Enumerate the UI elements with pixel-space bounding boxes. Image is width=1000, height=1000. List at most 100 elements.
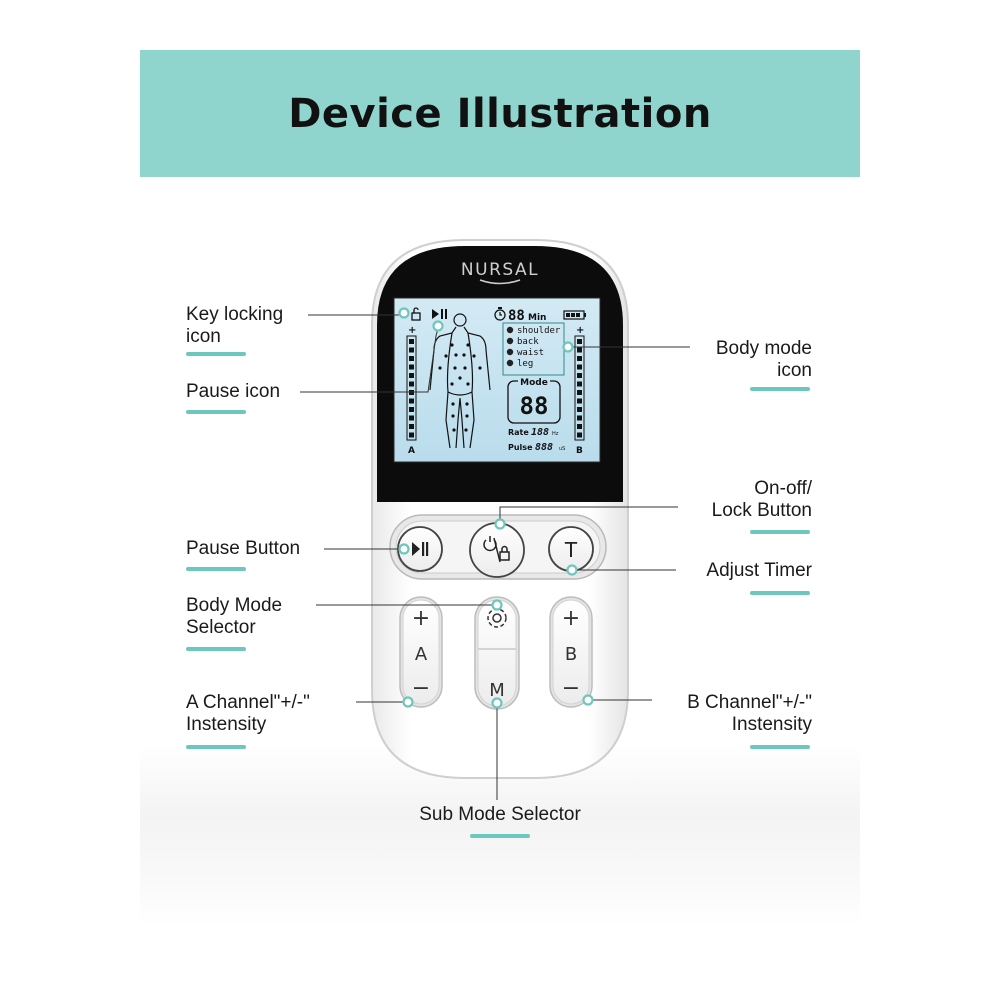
leader-lines <box>300 312 690 800</box>
level-segment <box>409 432 414 438</box>
body-mode-bullet <box>506 359 514 367</box>
rate-digits: 188 <box>531 427 549 438</box>
pulse-label: Pulse <box>508 443 533 452</box>
callout-on-off-line2: Lock Button <box>711 500 812 521</box>
brand-logo: NURSAL <box>461 260 539 280</box>
callout-adjust-timer: Adjust Timer <box>706 560 812 581</box>
rate-unit: Hz <box>552 431 559 437</box>
callout-body-mode-selector-line2: Selector <box>186 617 256 638</box>
callout-on-off-line1: On-off/ <box>754 478 812 499</box>
channel-a-glyph: A <box>408 446 415 456</box>
channel-b-label: B <box>565 644 577 665</box>
brand-swoosh <box>479 279 521 285</box>
channel-b-level-bar: + B <box>574 325 585 456</box>
lock-icon <box>411 307 421 321</box>
level-segment <box>577 364 582 370</box>
level-segment <box>409 339 414 344</box>
level-segment <box>409 398 414 404</box>
level-segment <box>409 424 414 429</box>
callout-b-channel-line2: Instensity <box>731 714 812 735</box>
mode-label: Mode <box>520 378 548 388</box>
title-banner: Device Illustration <box>140 50 860 177</box>
timer-digits: 88 <box>508 308 525 324</box>
callout-pause-icon: Pause icon <box>186 381 281 402</box>
callout-body-mode-icon: Body mode icon <box>716 338 812 382</box>
callout-accent-bar <box>750 530 810 534</box>
callout-body-mode-selector: Body Mode Selector <box>186 595 282 639</box>
level-segment <box>577 381 582 387</box>
callout-b-channel-line1: B Channel"+/-" <box>687 692 812 713</box>
level-segment <box>577 373 582 378</box>
callout-accent-bar <box>750 387 810 391</box>
callout-accent-bar <box>186 647 246 651</box>
pulse-unit: uS <box>559 446 565 452</box>
callout-key-locking-line1: Key locking <box>186 304 284 325</box>
callout-dots <box>398 307 594 709</box>
body-mode-bullet <box>506 337 514 345</box>
callout-accent-bar <box>186 567 246 571</box>
channel-a-intensity-button[interactable]: + A − <box>399 596 443 708</box>
channel-b-glyph: B <box>576 446 583 456</box>
callout-key-locking-icon: Key locking icon <box>186 304 283 348</box>
channel-b-plus-glyph: + <box>576 325 584 336</box>
channel-a-plus[interactable]: + <box>412 606 430 631</box>
mode-selector-buttons[interactable]: M <box>474 596 520 710</box>
adjust-timer-button[interactable]: T <box>548 526 594 572</box>
level-segment <box>409 347 414 353</box>
level-segment <box>409 373 414 378</box>
level-segment <box>577 356 582 361</box>
channel-a-minus[interactable]: − <box>412 676 430 701</box>
channel-a-level-bar: + A <box>406 325 417 456</box>
battery-icon <box>563 310 586 320</box>
callout-accent-bar <box>186 410 246 414</box>
body-mode-item: leg <box>517 359 533 369</box>
callout-b-channel-intensity: B Channel"+/-" Instensity <box>687 692 812 736</box>
pulse-digits: 888 <box>535 442 553 453</box>
timer-unit: Min <box>528 313 546 323</box>
timer-button-label: T <box>564 538 578 562</box>
on-off-lock-button[interactable] <box>469 522 525 578</box>
callout-accent-bar <box>186 745 246 749</box>
channel-a-plus-glyph: + <box>408 325 416 336</box>
level-segment <box>409 356 414 361</box>
play-pause-glyph-icon <box>412 542 420 556</box>
body-mode-item: waist <box>517 348 544 358</box>
level-segment <box>577 415 582 421</box>
level-segment <box>577 424 582 429</box>
level-segment <box>409 407 414 412</box>
sub-mode-button-label[interactable]: M <box>489 680 505 701</box>
callout-accent-bar <box>750 745 810 749</box>
callout-a-channel-line2: Instensity <box>186 714 267 735</box>
callout-accent-bar <box>750 591 810 595</box>
play-pause-icon <box>432 309 447 319</box>
body-points <box>438 343 482 432</box>
callout-body-mode-selector-line1: Body Mode <box>186 595 283 616</box>
mode-digits: 88 <box>520 392 549 420</box>
level-segment <box>577 398 582 404</box>
page-title: Device Illustration <box>288 90 712 137</box>
channel-a-label: A <box>415 644 428 665</box>
callout-body-mode-icon-line2: icon <box>777 360 812 381</box>
callout-a-channel-line1: A Channel"+/-" <box>186 692 310 713</box>
body-mode-item: back <box>517 337 539 347</box>
level-segment <box>577 432 582 438</box>
lcd-screen: 88 Min + A + B <box>393 297 601 463</box>
callout-on-off-lock-button: On-off/ Lock Button <box>712 478 812 522</box>
channel-b-minus[interactable]: − <box>562 676 580 701</box>
power-lock-icon <box>483 536 510 563</box>
callout-pause-button: Pause Button <box>186 538 301 559</box>
channel-b-intensity-button[interactable]: + B − <box>549 596 593 708</box>
callout-accent-bar <box>470 834 530 838</box>
level-segment <box>409 415 414 421</box>
stopwatch-icon <box>494 307 506 321</box>
body-mode-bullet <box>506 348 514 356</box>
callout-key-locking-line2: icon <box>186 326 221 347</box>
channel-b-plus[interactable]: + <box>562 606 580 631</box>
body-mode-bullet <box>506 326 514 334</box>
body-mode-item: shoulder <box>517 326 561 336</box>
level-segment <box>577 339 582 344</box>
level-segment <box>409 364 414 370</box>
callout-a-channel-intensity: A Channel"+/-" Instensity <box>186 692 310 736</box>
